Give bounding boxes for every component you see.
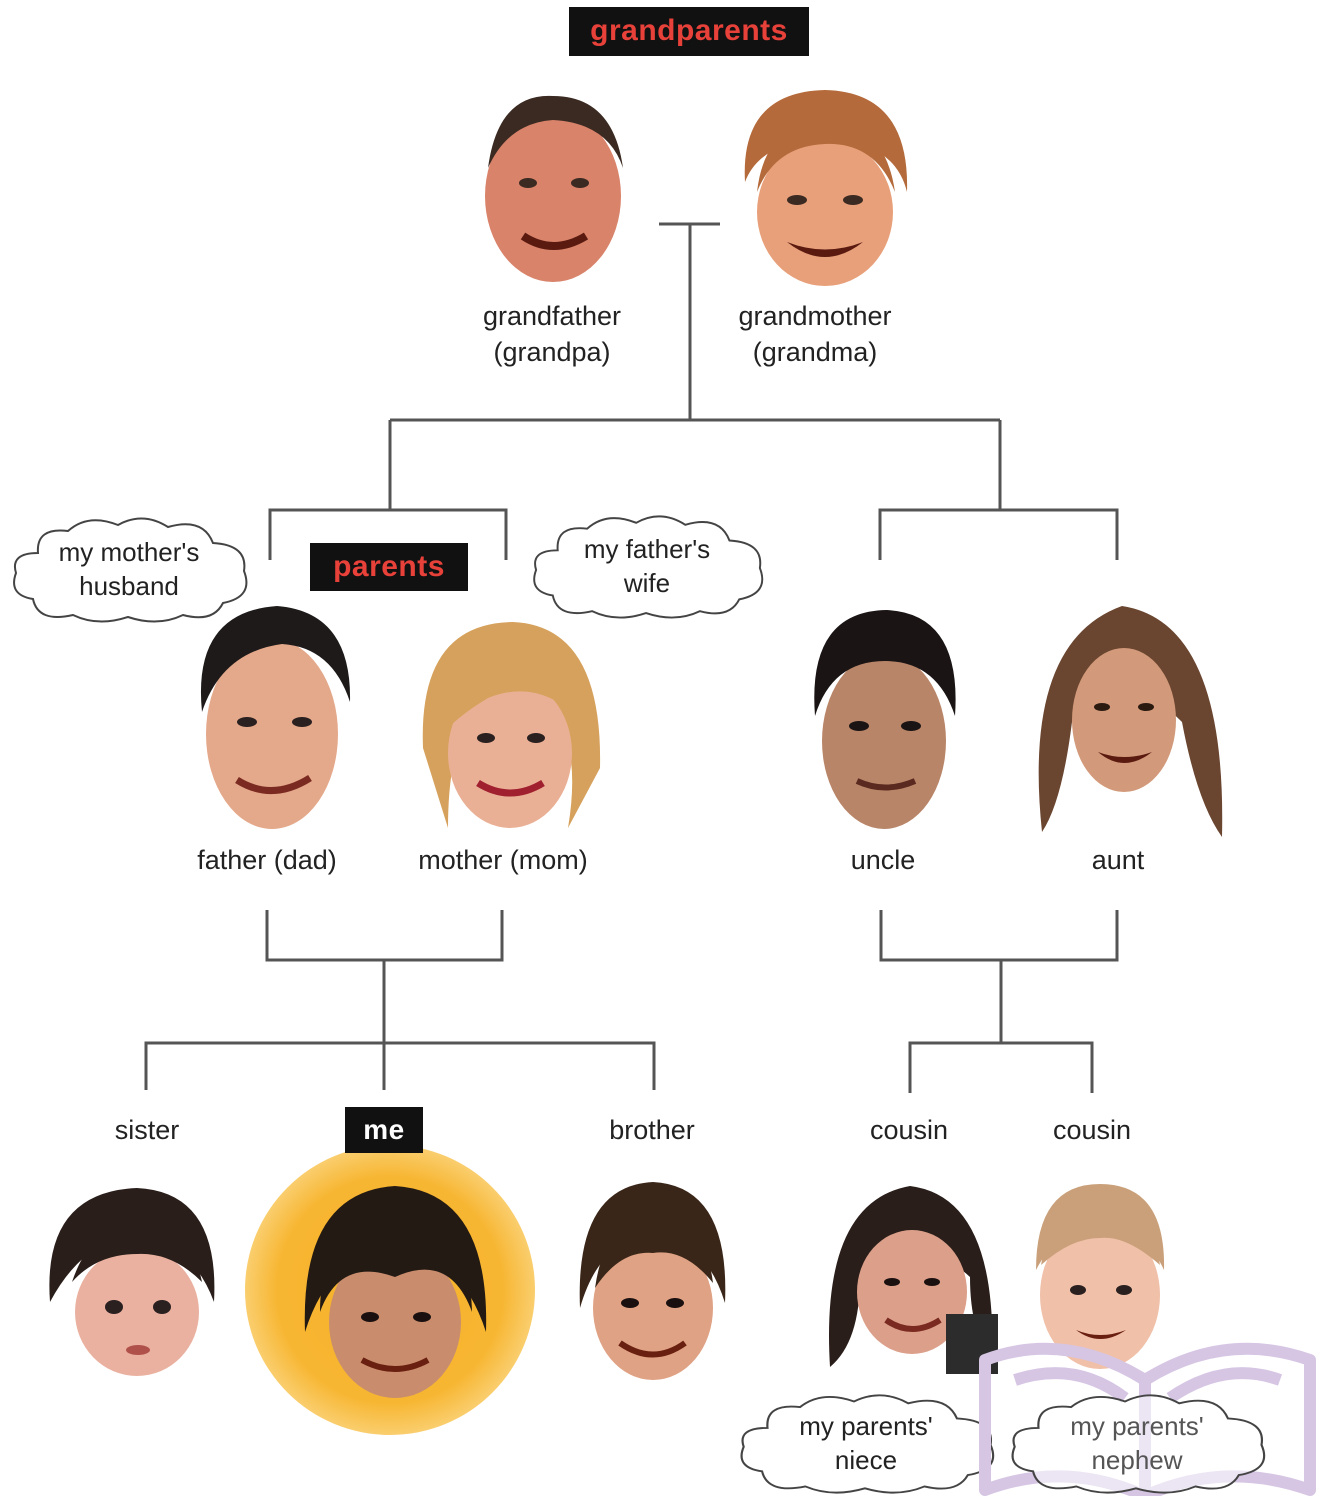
cloud-parents-nephew: my parents' nephew <box>1006 1392 1268 1494</box>
mother-face <box>422 622 601 828</box>
cloud-shape <box>740 1394 995 1494</box>
grandmother-alt: (grandma) <box>752 337 878 367</box>
grandfather-alt: (grandpa) <box>493 337 611 367</box>
cousin-label-2: cousin <box>1052 1115 1132 1145</box>
uncle-label: uncle <box>850 845 916 875</box>
cloud-fathers-wife: my father's wife <box>527 513 767 619</box>
father-label: father (dad) <box>197 845 337 875</box>
sister-face <box>49 1188 215 1376</box>
cousin-girl-face <box>829 1186 998 1374</box>
cloud-line-2: nephew <box>1091 1445 1183 1475</box>
me-header: me <box>345 1107 423 1153</box>
grandfather-face <box>485 95 623 282</box>
sister-label: sister <box>114 1115 180 1145</box>
father-face <box>200 606 351 829</box>
grandmother-name: grandmother <box>738 301 892 331</box>
cloud-mothers-husband: my mother's husband <box>8 515 250 623</box>
cousin-label-1: cousin <box>869 1115 949 1145</box>
grandparents-header: grandparents <box>569 7 809 56</box>
uncle-face <box>814 610 956 829</box>
grandmother-label: grandmother (grandma) <box>715 298 915 370</box>
cloud-shape <box>533 515 764 619</box>
brother-face <box>579 1182 726 1380</box>
me-face <box>304 1186 487 1398</box>
aunt-label: aunt <box>1091 845 1145 875</box>
cloud-line-1: my parents' <box>799 1411 933 1441</box>
cloud-line-1: my mother's <box>58 537 200 567</box>
parents-header: parents <box>310 543 468 591</box>
cloud-line-2: husband <box>79 571 179 601</box>
cloud-line-1: my father's <box>583 534 711 564</box>
cloud-shape <box>13 517 248 623</box>
cloud-line-2: wife <box>623 568 671 598</box>
cousin-boy-face <box>1036 1184 1165 1369</box>
grandfather-name: grandfather <box>482 301 622 331</box>
grandfather-label: grandfather (grandpa) <box>452 298 652 370</box>
grandmother-face <box>744 90 908 286</box>
mother-label: mother (mom) <box>418 845 588 875</box>
cloud-shape <box>1011 1394 1266 1494</box>
cloud-line-2: niece <box>834 1445 898 1475</box>
aunt-face <box>1038 606 1223 837</box>
cloud-line-1: my parents' <box>1070 1411 1204 1441</box>
brother-label: brother <box>609 1115 695 1145</box>
cloud-parents-niece: my parents' niece <box>735 1392 997 1494</box>
